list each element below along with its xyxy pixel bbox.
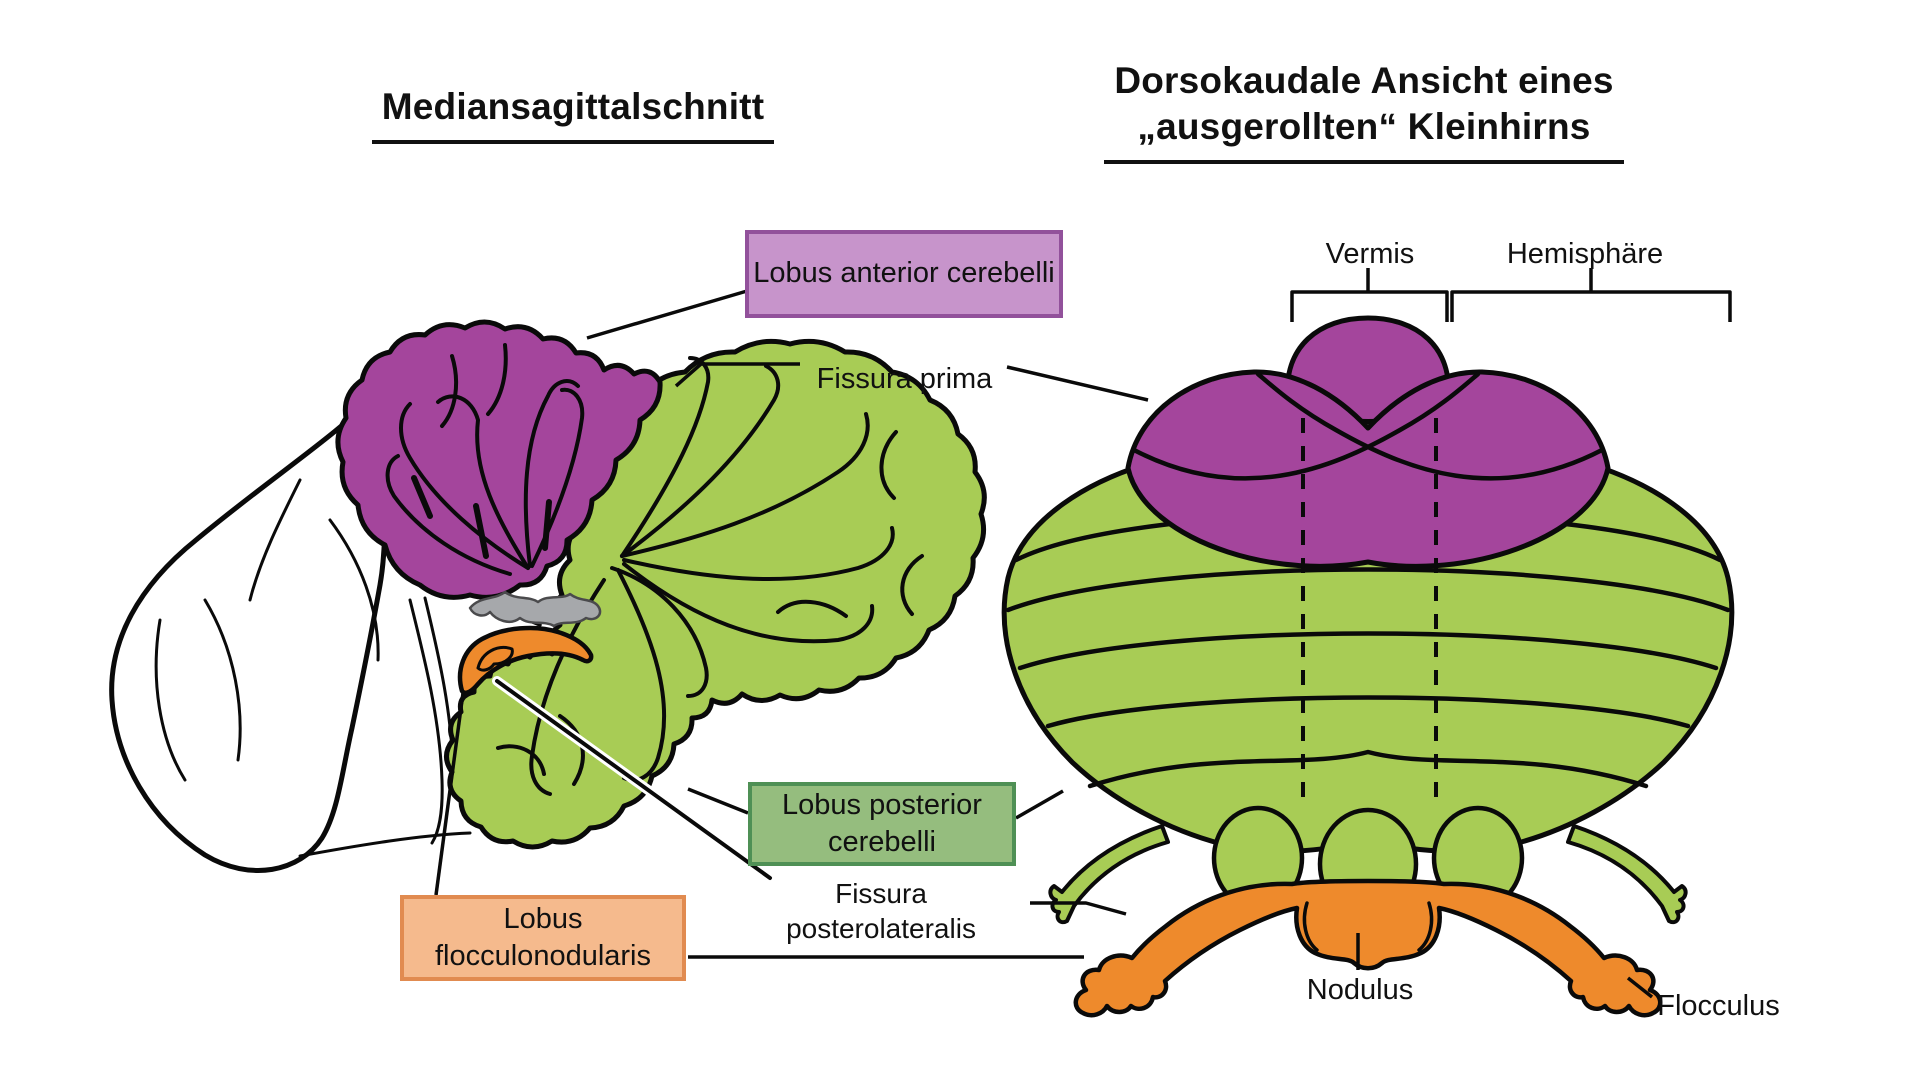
fissura-prima-label: Fissura prima xyxy=(816,363,993,395)
hemisphere-label: Hemisphäre xyxy=(1506,238,1664,270)
hemisphere-bracket xyxy=(1450,268,1732,322)
lobus-anterior-callout: Lobus anterior cerebelli xyxy=(745,230,1063,318)
vermis-bracket xyxy=(1290,268,1449,322)
nodulus-label: Nodulus xyxy=(1306,974,1414,1006)
leader-anterior-box xyxy=(586,289,748,340)
anterior-wings xyxy=(1125,369,1611,569)
flocculonodular-lobe-unrolled xyxy=(1073,878,1663,1018)
right-title-line2: „ausgerollten“ Kleinhirns xyxy=(1137,105,1591,147)
right-title-line1: Dorsokaudale Ansicht eines xyxy=(1114,60,1614,101)
leader-posterior-box-right xyxy=(1015,789,1064,820)
leader-flocculus xyxy=(1626,976,1654,999)
leader-fissura-prima-left xyxy=(674,362,800,388)
posterior-lobe-unrolled xyxy=(1001,443,1735,925)
vermis-label: Vermis xyxy=(1325,238,1415,270)
flocculonodular-lobe-sagittal xyxy=(457,625,594,696)
lobus-posterior-callout: Lobus posterior cerebelli xyxy=(748,782,1016,866)
right-title: Dorsokaudale Ansicht eines „ausgerollten… xyxy=(1104,58,1624,164)
leader-posterior-box-left xyxy=(687,787,749,815)
left-title: Mediansagittalschnitt xyxy=(372,84,774,145)
vermis-boundary-dashed-lines xyxy=(1301,418,1438,798)
velum-gray-shape xyxy=(468,590,602,628)
anterior-lobe-unrolled xyxy=(1125,315,1611,569)
fissura-posterolateralis-label: Fissura posterolateralis xyxy=(786,878,976,944)
brainstem-outline xyxy=(109,393,542,873)
anterior-lobe-sagittal xyxy=(335,319,663,600)
flocculus-label: Flocculus xyxy=(1657,990,1780,1022)
fissura-posterolateralis-pointer xyxy=(492,676,775,883)
sagittal-section-figure xyxy=(109,319,987,883)
leader-fissura-prima-right xyxy=(1006,365,1149,402)
lobus-flocculonodularis-callout: Lobus flocculonodularis xyxy=(400,895,686,981)
leader-fissura-posterolateralis-right xyxy=(1030,901,1127,916)
green-arm-right xyxy=(1566,824,1688,925)
unrolled-cerebellum-figure xyxy=(1001,268,1735,1018)
leader-lines xyxy=(434,289,1654,999)
green-arm-left xyxy=(1048,824,1170,925)
leader-flocculo-box-vertical xyxy=(434,692,465,896)
